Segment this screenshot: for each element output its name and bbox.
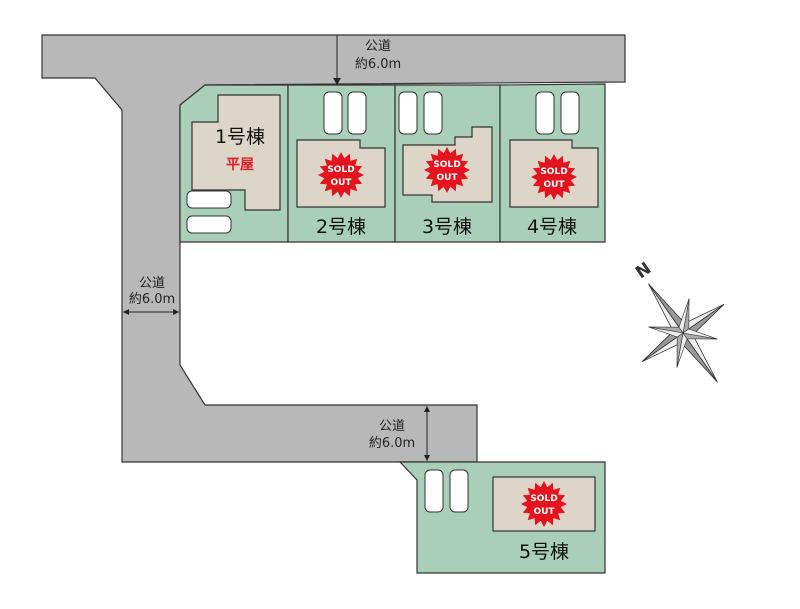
lot-2-label: 2号棟	[316, 216, 366, 238]
compass-north-label: N	[632, 259, 655, 284]
parked-car-icon	[186, 215, 232, 234]
parked-car-icon	[560, 91, 580, 135]
arrow-head	[123, 309, 129, 315]
sold-out-line2: OUT	[543, 180, 565, 190]
compass-rose-icon	[641, 283, 725, 383]
parking-spaces	[186, 91, 580, 513]
sold-out-line2: OUT	[533, 507, 555, 517]
road-top-name: 公道	[365, 39, 391, 54]
road-left-width: 約6.0m	[129, 292, 175, 307]
parked-car-icon	[347, 91, 367, 135]
sold-out-badge: SOLD OUT	[531, 154, 577, 200]
sold-out-line1: SOLD	[433, 160, 460, 170]
lot-5-label: 5号棟	[519, 541, 569, 563]
parked-car-icon	[398, 91, 418, 135]
parked-car-icon	[186, 190, 232, 209]
starburst-shape	[318, 152, 364, 198]
starburst-shape	[424, 147, 470, 193]
sold-out-line1: SOLD	[530, 494, 557, 504]
lot-1-label: 1号棟	[215, 126, 265, 148]
lot-1-sublabel: 平屋	[226, 157, 254, 173]
road-left-name: 公道	[139, 276, 165, 291]
parked-car-icon	[423, 91, 443, 135]
sold-out-badge: SOLD OUT	[521, 481, 567, 527]
lot-4-label: 4号棟	[527, 216, 577, 238]
sold-out-line1: SOLD	[540, 167, 567, 177]
road-top-width: 約6.0m	[355, 57, 401, 72]
sold-out-line2: OUT	[436, 173, 458, 183]
lot-3-label: 3号棟	[422, 216, 472, 238]
parked-car-icon	[424, 469, 444, 513]
starburst-shape	[531, 154, 577, 200]
parked-car-icon	[535, 91, 555, 135]
parked-car-icon	[449, 469, 469, 513]
arrow-head	[424, 406, 430, 412]
sold-out-badge: SOLD OUT	[318, 152, 364, 198]
arrow-head	[173, 309, 179, 315]
public-road	[41, 34, 626, 463]
sold-out-badge: SOLD OUT	[424, 147, 470, 193]
sold-out-line1: SOLD	[327, 165, 354, 175]
arrow-head	[333, 78, 341, 85]
road-bottom-width: 約6.0m	[369, 436, 415, 451]
sold-out-line2: OUT	[330, 178, 352, 188]
arrow-head	[424, 455, 430, 461]
building-1	[191, 94, 281, 211]
road-bottom-name: 公道	[379, 419, 405, 434]
parked-car-icon	[323, 91, 343, 135]
starburst-shape	[521, 481, 567, 527]
